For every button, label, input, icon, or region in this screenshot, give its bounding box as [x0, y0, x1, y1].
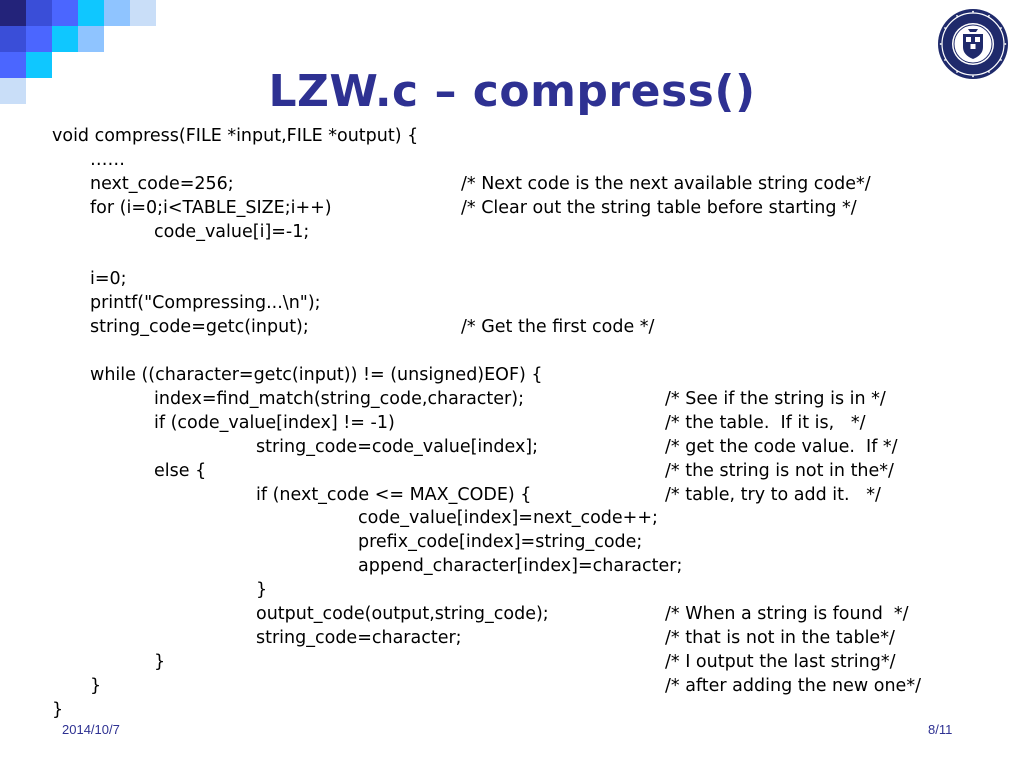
code-line: code_value[i]=-1; [154, 221, 310, 242]
code-line: } [90, 675, 102, 696]
code-line: for (i=0;i<TABLE_SIZE;i++) [90, 197, 332, 218]
code-comment: /* the string is not in the*/ [665, 460, 894, 481]
code-line: string_code=character; [256, 627, 462, 648]
code-comment: /* When a string is found */ [665, 604, 909, 624]
code-comment: /* Get the first code */ [461, 317, 655, 338]
mosaic-square [104, 0, 130, 26]
code-line: else { [154, 460, 207, 481]
code-line: } [154, 651, 166, 672]
code-line: while ((character=getc(input)) != (unsig… [90, 365, 543, 385]
code-line: append_character[index]=character; [358, 556, 683, 577]
slide-title: LZW.c – compress() [268, 66, 756, 117]
code-line: prefix_code[index]=string_code; [358, 532, 643, 553]
mosaic-square [26, 0, 52, 26]
mosaic-square [0, 26, 26, 52]
code-line: code_value[index]=next_code++; [358, 508, 658, 529]
slide-date: 2014/10/7 [62, 722, 120, 737]
code-line: …… [90, 149, 125, 170]
mosaic-square [0, 0, 26, 26]
mosaic-square [78, 0, 104, 26]
code-comment: /* I output the last string*/ [665, 651, 896, 672]
mosaic-square [0, 78, 26, 104]
code-line: } [52, 699, 64, 720]
mosaic-square [78, 26, 104, 52]
code-line: next_code=256; [90, 173, 234, 194]
code-line: string_code=getc(input); [90, 317, 309, 338]
mosaic-square [52, 26, 78, 52]
code-comment: /* Clear out the string table before sta… [461, 197, 857, 218]
mosaic-square [52, 0, 78, 26]
code-line: string_code=code_value[index]; [256, 436, 539, 457]
slide-page-number: 8/11 [928, 722, 953, 737]
code-comment: /* table, try to add it. */ [665, 484, 881, 505]
code-line: i=0; [90, 269, 127, 290]
code-line: output_code(output,string_code); [256, 604, 549, 624]
mosaic-square [0, 52, 26, 78]
code-comment: /* get the code value. If */ [665, 436, 898, 457]
code-comment: /* after adding the new one*/ [665, 675, 921, 696]
code-comment: /* Next code is the next available strin… [461, 173, 871, 194]
university-seal-logo [938, 9, 1008, 79]
mosaic-square [26, 52, 52, 78]
mosaic-square [130, 0, 156, 26]
code-line: printf("Compressing...\n"); [90, 293, 321, 314]
code-comment: /* the table. If it is, */ [665, 412, 866, 433]
code-line: if (next_code <= MAX_CODE) { [256, 484, 532, 505]
mosaic-square [26, 26, 52, 52]
code-line: if (code_value[index] != -1) [154, 412, 395, 433]
code-comment: /* that is not in the table*/ [665, 627, 895, 648]
code-comment: /* See if the string is in */ [665, 388, 886, 409]
code-line: index=find_match(string_code,character); [154, 388, 524, 409]
code-line: } [256, 580, 268, 601]
code-line: void compress(FILE *input,FILE *output) … [52, 126, 419, 146]
